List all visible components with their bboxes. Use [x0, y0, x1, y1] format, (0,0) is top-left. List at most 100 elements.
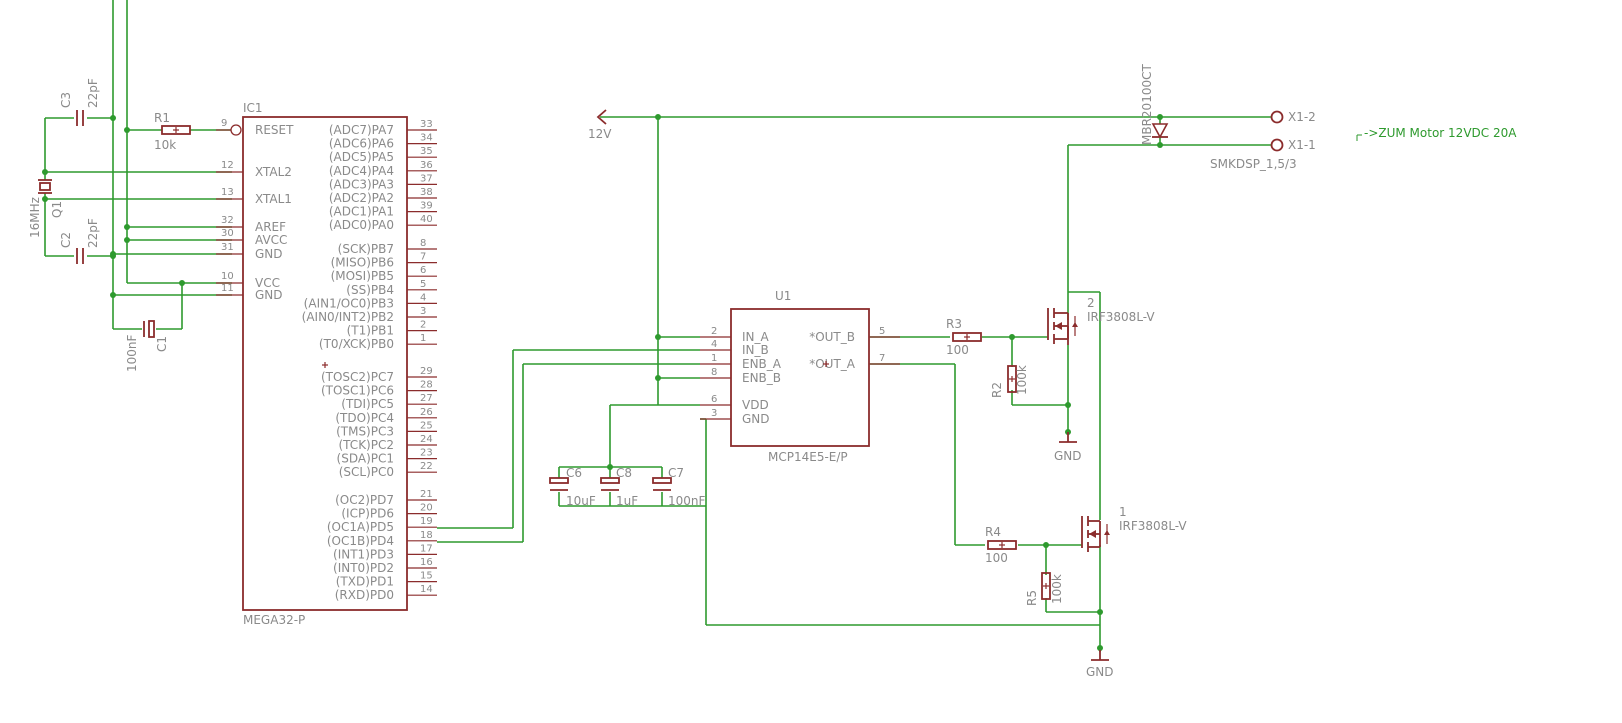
u1-left-pin-number: 1: [711, 353, 717, 364]
ic1-right-pin-label: (ADC2)PA2: [329, 191, 394, 205]
ic1-left-pin-label: VCC: [255, 276, 280, 290]
ic1-right-pin-number: 24: [420, 434, 433, 445]
ic1-right-pin-label: (MISO)PB6: [331, 256, 394, 270]
supply-12v: 12V: [588, 109, 612, 141]
c1-value: 100nF: [125, 334, 139, 372]
ic1-right-pin-label: (INT0)PD2: [333, 561, 394, 575]
ic1-right-pin-number: 38: [420, 187, 433, 198]
resistor-r3: R3 100: [946, 317, 982, 357]
u1-left-pin-number: 2: [711, 326, 717, 337]
ic1-right-pin-label: (OC1B)PD4: [327, 534, 394, 548]
ic1-right-pin-number: 25: [420, 420, 433, 431]
junctions: [42, 114, 1163, 651]
c1-name: C1: [155, 336, 169, 352]
ic1-right-pin-label: (TDO)PC4: [335, 411, 394, 425]
c8-name: C8: [616, 466, 632, 480]
d1-value: MBR20100CT: [1140, 64, 1154, 145]
c6-value: 10uF: [566, 494, 596, 508]
supply-label: 12V: [588, 127, 612, 141]
ic1-right-pin-number: 40: [420, 214, 433, 225]
gnd-top-label: GND: [1054, 449, 1082, 463]
r1-name: R1: [154, 111, 170, 125]
capacitor-c1: C1 100nF: [125, 320, 169, 372]
ic1-right-pin-number: 17: [420, 543, 433, 554]
ic1-right-pin-label: (T1)PB1: [347, 324, 394, 338]
ic1-left-pin-number: 9: [221, 118, 227, 129]
motor-note: ->ZUM Motor 12VDC 20A: [1356, 126, 1517, 141]
ic1-value: MEGA32-P: [243, 613, 305, 627]
ic1-right-pin-number: 27: [420, 393, 433, 404]
ic1-right-pin-label: (TOSC1)PC6: [321, 384, 394, 398]
ic1-right-pin-label: (ICP)PD6: [341, 507, 394, 521]
ic1-right-pin-number: 26: [420, 407, 433, 418]
ic1-right-pin-number: 14: [420, 584, 433, 595]
ic1-right-pin-number: 37: [420, 173, 433, 184]
c3-value: 22pF: [86, 78, 100, 108]
c7-name: C7: [668, 466, 684, 480]
ic1-right-pin-label: (TMS)PC3: [336, 424, 394, 438]
q-bottom-pin: 1: [1119, 505, 1127, 519]
ic1-right-pin-number: 5: [420, 279, 426, 290]
q1-value: 16MHz: [28, 197, 42, 238]
resistor-r5: R5 100k: [1025, 572, 1064, 606]
ic1-right-pin-label: (ADC7)PA7: [329, 123, 394, 137]
c3-name: C3: [59, 92, 73, 108]
ic1-right-pin-number: 21: [420, 489, 433, 500]
ic1-right-pin-number: 6: [420, 265, 426, 276]
capacitor-c7: C7 100nF: [652, 466, 706, 508]
mosfet-q-top: 2 IRF3808L-V: [1047, 296, 1155, 345]
ic1-left-pin-label: AREF: [255, 220, 286, 234]
gnd-bottom-label: GND: [1086, 665, 1114, 679]
c8-value: 1uF: [616, 494, 638, 508]
ic1-right-pin-number: 39: [420, 201, 433, 212]
ic1-right-pin-number: 15: [420, 571, 433, 582]
x1-pin2-label: X1-2: [1288, 110, 1316, 124]
r3-value: 100: [946, 343, 969, 357]
capacitor-c2: C2 22pF: [59, 218, 100, 264]
ic1-right-pin-label: (TCK)PC2: [339, 438, 395, 452]
r4-value: 100: [985, 551, 1008, 565]
c2-name: C2: [59, 232, 73, 248]
r5-name: R5: [1025, 590, 1039, 606]
capacitor-c8: C8 1uF: [600, 466, 638, 508]
wires: [44, 0, 1272, 652]
ic1-right-pin-label: (AIN0/INT2)PB2: [302, 310, 394, 324]
ic1-right-pin-label: (SCL)PC0: [339, 465, 394, 479]
u1-left-pin-label: IN_A: [742, 330, 770, 344]
ic1-name: IC1: [243, 101, 263, 115]
ic1-left-pin-number: 30: [221, 228, 234, 239]
ic1-right-pin-label: (TDI)PC5: [341, 397, 394, 411]
ic1-right-pin-label: (ADC6)PA6: [329, 137, 394, 151]
ic1-left-pin-label: RESET: [255, 123, 294, 137]
ic1-right-pin-number: 36: [420, 160, 433, 171]
q1-name: Q1: [50, 201, 64, 218]
ic1-right-pin-number: 20: [420, 503, 433, 514]
r3-name: R3: [946, 317, 962, 331]
ic1-left-pin-label: GND: [255, 288, 283, 302]
ic1-right-pin-number: 23: [420, 448, 433, 459]
mosfet-q-bottom: 1 IRF3808L-V: [1081, 505, 1187, 552]
ic1-right-pin-label: (TOSC2)PC7: [321, 370, 394, 384]
motor-note-text: ->ZUM Motor 12VDC 20A: [1364, 126, 1517, 140]
ic1-left-pin-number: 31: [221, 242, 234, 253]
x1-pin1-label: X1-1: [1288, 138, 1316, 152]
c6-name: C6: [566, 466, 582, 480]
ic1-right-pin-number: 28: [420, 380, 433, 391]
ic1-right-pin-number: 34: [420, 133, 433, 144]
ic1-right-pin-number: 18: [420, 530, 433, 541]
ic1-left-pin-label: XTAL2: [255, 165, 292, 179]
q-bottom-value: IRF3808L-V: [1119, 519, 1187, 533]
ic1-right-pin-label: (SCK)PB7: [338, 242, 394, 256]
ic1-left-pin-number: 10: [221, 271, 234, 282]
ic1-right-pin-label: (ADC3)PA3: [329, 177, 394, 191]
capacitor-c3: C3 22pF: [59, 78, 100, 126]
r2-name: R2: [990, 382, 1004, 398]
q-top-pin: 2: [1087, 296, 1095, 310]
ic1-right-pin-label: (ADC0)PA0: [329, 218, 394, 232]
u1-left-pin-number: 8: [711, 367, 717, 378]
ic1-right-pin-label: (MOSI)PB5: [331, 269, 394, 283]
r4-name: R4: [985, 525, 1001, 539]
ic1-right-pin-number: 16: [420, 557, 433, 568]
ic1-right-pin-label: (TXD)PD1: [336, 575, 394, 589]
